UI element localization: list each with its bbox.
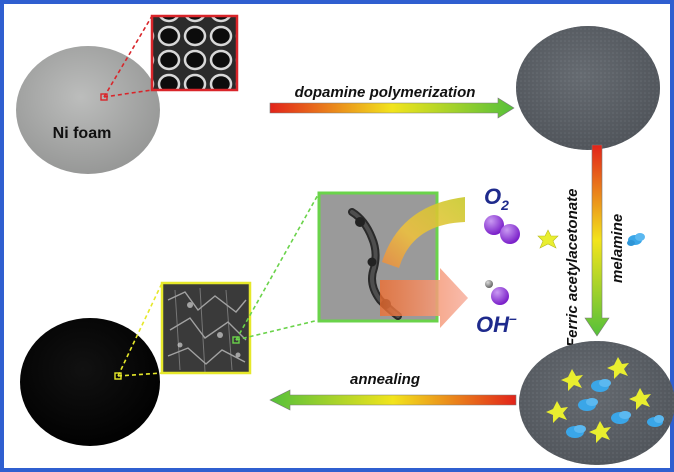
o2-label: O2	[484, 184, 509, 213]
melamine-blob-icon	[647, 415, 664, 427]
arrow-dopamine-polymerization	[269, 97, 515, 119]
star-icon	[629, 388, 651, 410]
reagent2-label: melamine	[609, 214, 626, 283]
zoom-line-green-top	[235, 192, 320, 341]
zoom-line-green-bottom	[235, 319, 320, 341]
zoom-marker-red	[100, 93, 108, 101]
zoom-marker-green	[232, 336, 240, 344]
zoom-marker-yellow	[114, 372, 122, 380]
zoom-line-yellow-bottom	[117, 372, 163, 377]
melamine-blob-icon	[578, 398, 598, 411]
melamine-blob-icon	[627, 233, 645, 246]
oh-molecule-icon	[485, 280, 509, 305]
arrow-annealing	[269, 389, 517, 411]
step3-label: annealing	[350, 371, 420, 388]
melamine-blob-icon	[611, 411, 631, 424]
star-icon	[607, 357, 629, 379]
ni-foam-label: Ni foam	[53, 125, 112, 142]
zoom-line-red-top	[103, 15, 153, 98]
zoom-line-yellow-top	[117, 282, 163, 377]
reagent1-label: Ferric acetylacetonate	[564, 189, 581, 347]
disk-melamine-blobs	[566, 379, 664, 438]
ni-foam-sem-inset	[150, 14, 239, 92]
star-icon	[589, 421, 611, 443]
disk-stars	[546, 357, 651, 443]
star-icon	[546, 401, 568, 423]
o2-molecule-icon	[484, 215, 520, 244]
melamine-blob-icon	[591, 379, 611, 392]
step1-label: dopamine polymerization	[295, 84, 476, 101]
ni-foam-disk	[16, 46, 160, 174]
arrow-down-reagents	[584, 144, 610, 337]
oh-label: OH–	[476, 310, 517, 337]
annealed-disk	[20, 318, 160, 446]
star-icon	[537, 229, 559, 249]
zoom-line-red-bottom	[103, 89, 153, 98]
melamine-blob-icon	[566, 425, 586, 438]
oh-product-arrow	[380, 268, 468, 328]
star-icon	[561, 369, 583, 391]
o2-reactant-arc	[382, 197, 465, 268]
sem-inset	[160, 281, 252, 375]
